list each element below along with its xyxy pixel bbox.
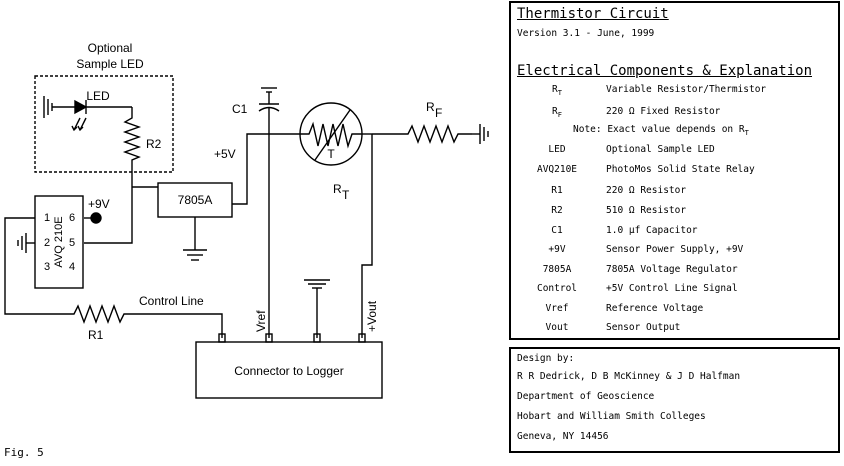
component-desc: 220 Ω Resistor <box>606 185 687 196</box>
pin-5-label: 5 <box>69 237 75 249</box>
credit-line: Geneva, NY 14456 <box>517 431 609 442</box>
component-symbol: R2 <box>551 205 563 216</box>
rf-label: R <box>426 100 435 114</box>
component-desc: Sensor Power Supply, +9V <box>606 244 744 255</box>
component-desc: 220 Ω Fixed Resistor <box>606 106 721 117</box>
r2-resistor <box>122 107 142 172</box>
control-line-label: Control Line <box>139 294 204 308</box>
component-symbol: 7805A <box>542 264 572 275</box>
credit-line: Design by: <box>517 353 575 364</box>
component-symbol-rf: RF <box>552 106 562 119</box>
credits-box: Design by: R R Dedrick, D B McKinney & J… <box>509 347 840 453</box>
credit-line: Department of Geoscience <box>517 391 655 402</box>
plus5v-label: +5V <box>214 147 236 161</box>
component-row: RT Variable Resistor/Thermistor <box>511 83 838 97</box>
component-desc: 7805A Voltage Regulator <box>606 264 738 275</box>
component-symbol: LED <box>548 144 566 155</box>
circuit-schematic: Optional Sample LED LED R2 1 2 3 6 5 4 A… <box>4 41 489 399</box>
pin-2-label: 2 <box>44 237 50 249</box>
r2-label: R2 <box>146 137 162 151</box>
component-row: AVQ210E PhotoMos Solid State Relay <box>511 163 838 177</box>
component-row: +9V Sensor Power Supply, +9V <box>511 243 838 257</box>
component-info-box: Thermistor Circuit Version 3.1 - June, 1… <box>509 1 840 340</box>
relay-ground-symbol <box>17 233 35 253</box>
thermistor-letter: T <box>327 147 335 161</box>
rf-subscript: F <box>435 106 442 120</box>
optional-led-box <box>34 75 174 173</box>
component-row: Control +5V Control Line Signal <box>511 282 838 296</box>
optional-label-line1: Optional <box>88 41 133 55</box>
logger-ground-symbol <box>304 279 330 338</box>
rt-label: R <box>333 182 342 196</box>
credit-line: Hobart and William Smith Colleges <box>517 411 706 422</box>
component-symbol: C1 <box>551 225 563 236</box>
component-symbol: Vref <box>545 303 569 314</box>
component-row: C1 1.0 µf Capacitor <box>511 224 838 238</box>
rt-subscript: T <box>342 188 350 202</box>
component-row: Vref Reference Voltage <box>511 302 838 316</box>
connector-pin-vref <box>265 333 273 343</box>
relay-label: AVQ 210E <box>53 216 65 267</box>
connector-pin-control <box>218 333 226 343</box>
regulator-ground-symbol <box>183 217 207 261</box>
led-ground-symbol <box>43 96 75 118</box>
component-row: R1 220 Ω Resistor <box>511 184 838 198</box>
component-desc: +5V Control Line Signal <box>606 283 738 294</box>
info-version: Version 3.1 - June, 1999 <box>517 28 655 39</box>
plus9v-label: +9V <box>88 197 110 211</box>
info-title: Thermistor Circuit <box>517 6 669 22</box>
connector-pin-ground <box>313 333 321 343</box>
connector-label: Connector to Logger <box>234 364 343 378</box>
r1-label: R1 <box>88 328 104 342</box>
figure-label: Fig. 5 <box>4 446 44 459</box>
section-title: Electrical Components & Explanation <box>517 63 813 79</box>
component-desc: PhotoMos Solid State Relay <box>606 164 755 175</box>
rf-resistor <box>372 124 472 144</box>
component-row: R2 510 Ω Resistor <box>511 204 838 218</box>
c1-capacitor <box>258 87 280 338</box>
component-symbol: Control <box>536 283 578 294</box>
c1-label: C1 <box>232 102 248 116</box>
component-desc: 510 Ω Resistor <box>606 205 687 216</box>
component-desc: Sensor Output <box>606 322 681 333</box>
pin-1-label: 1 <box>44 212 50 224</box>
component-symbol: R1 <box>551 185 563 196</box>
rf-ground-symbol <box>472 124 489 144</box>
component-row: Vout Sensor Output <box>511 321 838 335</box>
regulator-label: 7805A <box>178 193 213 207</box>
optional-label-line2: Sample LED <box>76 57 144 71</box>
component-symbol: AVQ210E <box>536 164 578 175</box>
component-note: Note: Exact value depends on RT <box>573 124 749 137</box>
credit-line: R R Dedrick, D B McKinney & J D Halfman <box>517 371 741 382</box>
component-symbol: +9V <box>548 244 566 255</box>
component-desc: Reference Voltage <box>606 303 704 314</box>
component-desc: Variable Resistor/Thermistor <box>606 84 767 95</box>
plus9v-terminal <box>90 212 102 224</box>
component-row: LED Optional Sample LED <box>511 143 838 157</box>
component-row: RF 220 Ω Fixed Resistor <box>511 105 838 119</box>
pin-6-label: 6 <box>69 212 75 224</box>
component-desc: Optional Sample LED <box>606 144 715 155</box>
relay-ic <box>34 195 84 289</box>
component-desc: 1.0 µf Capacitor <box>606 225 698 236</box>
led-label: LED <box>86 89 110 103</box>
logger-connector <box>195 341 383 399</box>
component-row: 7805A 7805A Voltage Regulator <box>511 263 838 277</box>
vref-label: Vref <box>254 310 268 332</box>
component-symbol-rt: RT <box>552 84 562 97</box>
led-symbol <box>71 99 132 132</box>
component-symbol: Vout <box>545 322 569 333</box>
r1-resistor <box>66 304 130 324</box>
vout-label: +Vout <box>365 300 379 332</box>
connector-pin-vout <box>358 333 366 343</box>
pin-4-label: 4 <box>69 261 75 273</box>
pin-3-label: 3 <box>44 261 50 273</box>
